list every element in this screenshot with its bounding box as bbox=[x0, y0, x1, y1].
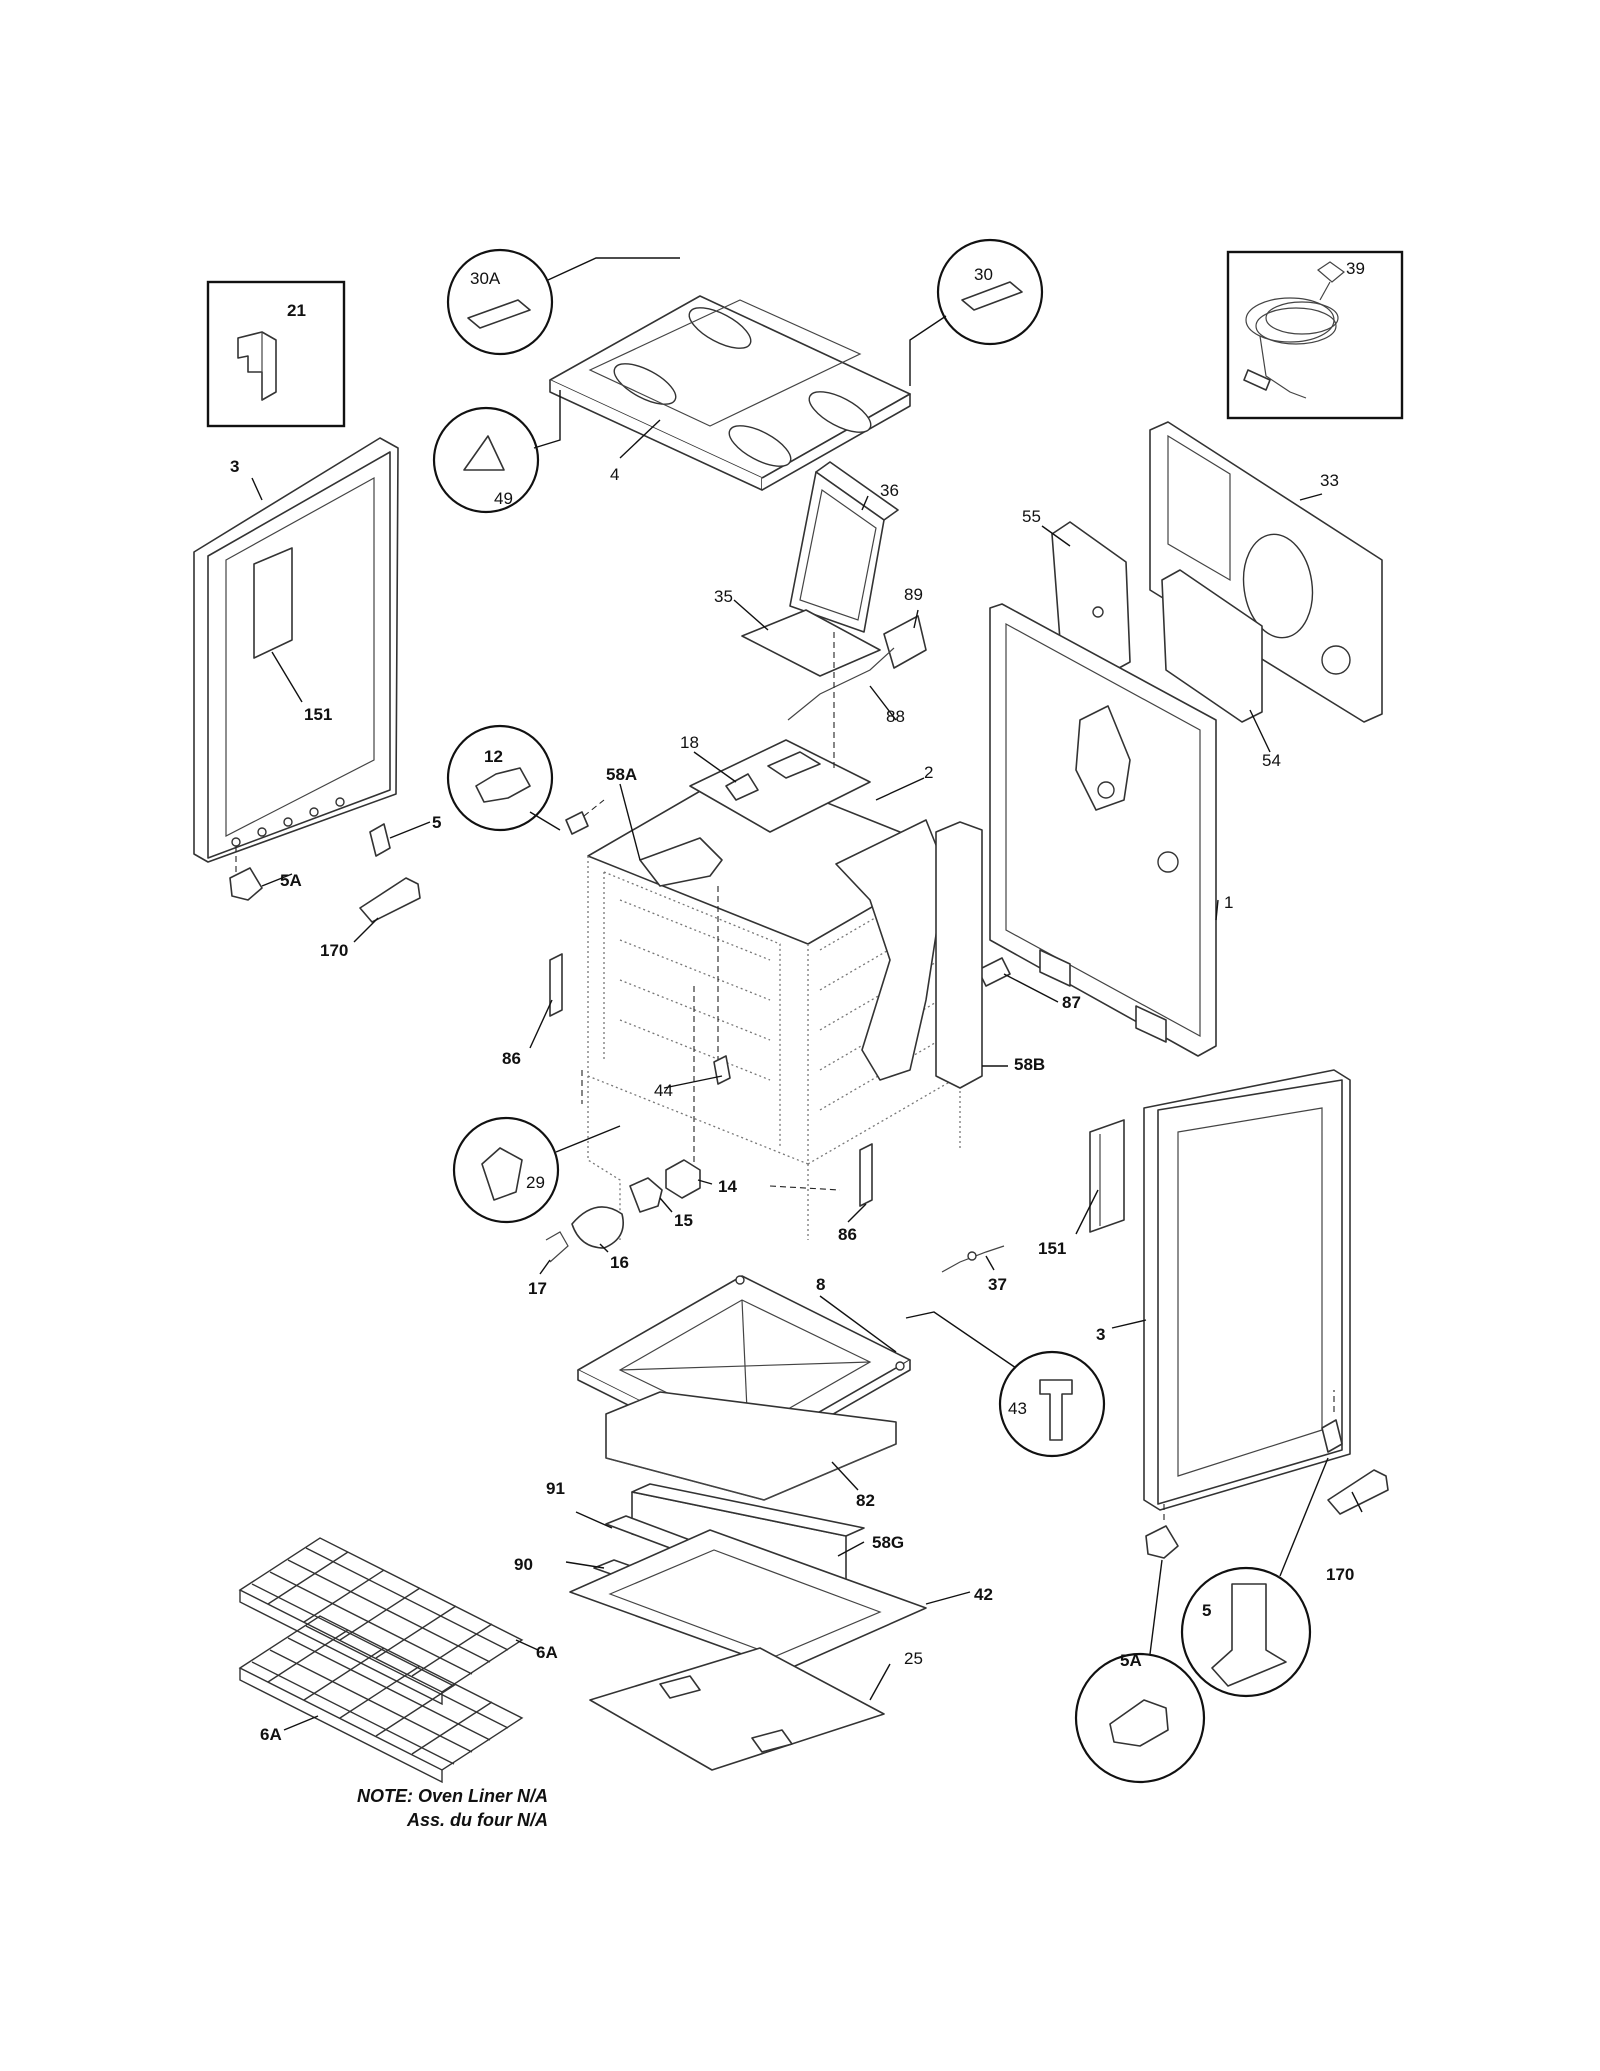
label-30A: 30A bbox=[470, 269, 501, 288]
part-36-vent-duct bbox=[789, 461, 899, 633]
part-5-right-leveler-small bbox=[1321, 1419, 1343, 1453]
callout-29 bbox=[452, 1116, 621, 1224]
part-5A-left-hinge bbox=[229, 867, 263, 901]
part-82-shield bbox=[605, 1391, 897, 1501]
part-3-left-door bbox=[193, 437, 399, 863]
part-55-shield bbox=[1051, 521, 1131, 675]
label-3-left: 3 bbox=[230, 457, 239, 476]
part-15-bulb bbox=[629, 1177, 663, 1213]
label-87: 87 bbox=[1062, 993, 1081, 1012]
part-5-left-leveler bbox=[369, 823, 391, 857]
label-151-right: 151 bbox=[1038, 1239, 1066, 1258]
label-58A: 58A bbox=[606, 765, 637, 784]
label-54: 54 bbox=[1262, 751, 1281, 770]
part-18-sensor bbox=[725, 773, 759, 801]
label-29: 29 bbox=[526, 1173, 545, 1192]
part-89-wire-bracket bbox=[787, 615, 927, 721]
callout-5A-right bbox=[1074, 1559, 1206, 1784]
label-91: 91 bbox=[546, 1479, 565, 1498]
label-6A-lower: 6A bbox=[260, 1725, 282, 1744]
label-88: 88 bbox=[886, 707, 905, 726]
label-15: 15 bbox=[674, 1211, 693, 1230]
callout-12 bbox=[446, 724, 561, 832]
label-43: 43 bbox=[1008, 1399, 1027, 1418]
callout-30A bbox=[446, 248, 680, 356]
callout-49 bbox=[432, 390, 561, 514]
part-170-left-hinge-arm bbox=[359, 877, 421, 923]
label-4: 4 bbox=[610, 465, 619, 484]
part-87-terminal-block bbox=[977, 957, 1011, 987]
label-35: 35 bbox=[714, 587, 733, 606]
part-54-bracket bbox=[1161, 569, 1263, 723]
label-6A-upper: 6A bbox=[536, 1643, 558, 1662]
label-82: 82 bbox=[856, 1491, 875, 1510]
note-line-2: Ass. du four N/A bbox=[406, 1810, 548, 1830]
part-42-drawer-frame bbox=[569, 1529, 927, 1671]
part-4-top-panel bbox=[549, 295, 911, 491]
part-1-back-panel bbox=[989, 603, 1217, 1057]
callout-43 bbox=[905, 1311, 1106, 1458]
label-170-left: 170 bbox=[320, 941, 348, 960]
label-89: 89 bbox=[904, 585, 923, 604]
part-6A-lower-rack bbox=[238, 1615, 524, 1784]
part-25-drawer-bottom bbox=[589, 1647, 885, 1771]
label-86-right: 86 bbox=[838, 1225, 857, 1244]
label-21: 21 bbox=[287, 301, 306, 320]
label-25: 25 bbox=[904, 1649, 923, 1668]
label-55: 55 bbox=[1022, 507, 1041, 526]
part-12-connector bbox=[565, 799, 605, 835]
note-line-1: NOTE: Oven Liner N/A bbox=[357, 1786, 548, 1806]
label-8: 8 bbox=[816, 1275, 825, 1294]
callout-5-right bbox=[1180, 1457, 1329, 1698]
part-16-lens-cover bbox=[571, 1206, 624, 1249]
part-17-wire-clip bbox=[545, 1231, 569, 1263]
label-30: 30 bbox=[974, 265, 993, 284]
callout-30 bbox=[909, 238, 1044, 386]
label-151-left: 151 bbox=[304, 705, 332, 724]
label-5-right: 5 bbox=[1202, 1601, 1211, 1620]
label-5A-left: 5A bbox=[280, 871, 302, 890]
part-58B-insulation bbox=[639, 819, 983, 1089]
part-3-right-door bbox=[1089, 1069, 1351, 1511]
part-2-plate bbox=[689, 739, 871, 833]
label-2: 2 bbox=[924, 763, 933, 782]
label-12: 12 bbox=[484, 747, 503, 766]
label-49: 49 bbox=[494, 489, 513, 508]
part-33-back-cover bbox=[1149, 421, 1383, 723]
label-18: 18 bbox=[680, 733, 699, 752]
label-5-left: 5 bbox=[432, 813, 441, 832]
part-86-left-support bbox=[549, 953, 563, 1017]
label-33: 33 bbox=[1320, 471, 1339, 490]
part-86-right-support bbox=[859, 1143, 873, 1207]
label-36: 36 bbox=[880, 481, 899, 500]
label-170-right: 170 bbox=[1326, 1565, 1354, 1584]
part-35-vent-plate bbox=[741, 609, 881, 677]
part-39-inset bbox=[1226, 250, 1404, 420]
part-44-lamp-socket bbox=[713, 1055, 731, 1085]
label-86-left: 86 bbox=[502, 1049, 521, 1068]
label-42: 42 bbox=[974, 1585, 993, 1604]
label-3-right: 3 bbox=[1096, 1325, 1105, 1344]
part-14-lamp-receptacle bbox=[665, 1159, 701, 1199]
label-17: 17 bbox=[528, 1279, 547, 1298]
label-58B: 58B bbox=[1014, 1055, 1045, 1074]
part-6A-upper-rack bbox=[238, 1537, 524, 1706]
label-5A-right: 5A bbox=[1120, 1651, 1142, 1670]
label-90: 90 bbox=[514, 1555, 533, 1574]
label-44: 44 bbox=[654, 1081, 673, 1100]
part-5A-right-hinge-small bbox=[1145, 1525, 1179, 1559]
part-37-wire bbox=[941, 1245, 1005, 1273]
part-170-right-hinge-arm bbox=[1327, 1469, 1389, 1515]
label-37: 37 bbox=[988, 1275, 1007, 1294]
part-21-inset bbox=[206, 280, 346, 428]
label-58G: 58G bbox=[872, 1533, 904, 1552]
label-39: 39 bbox=[1346, 259, 1365, 278]
label-1: 1 bbox=[1224, 893, 1233, 912]
label-16: 16 bbox=[610, 1253, 629, 1272]
label-14: 14 bbox=[718, 1177, 737, 1196]
